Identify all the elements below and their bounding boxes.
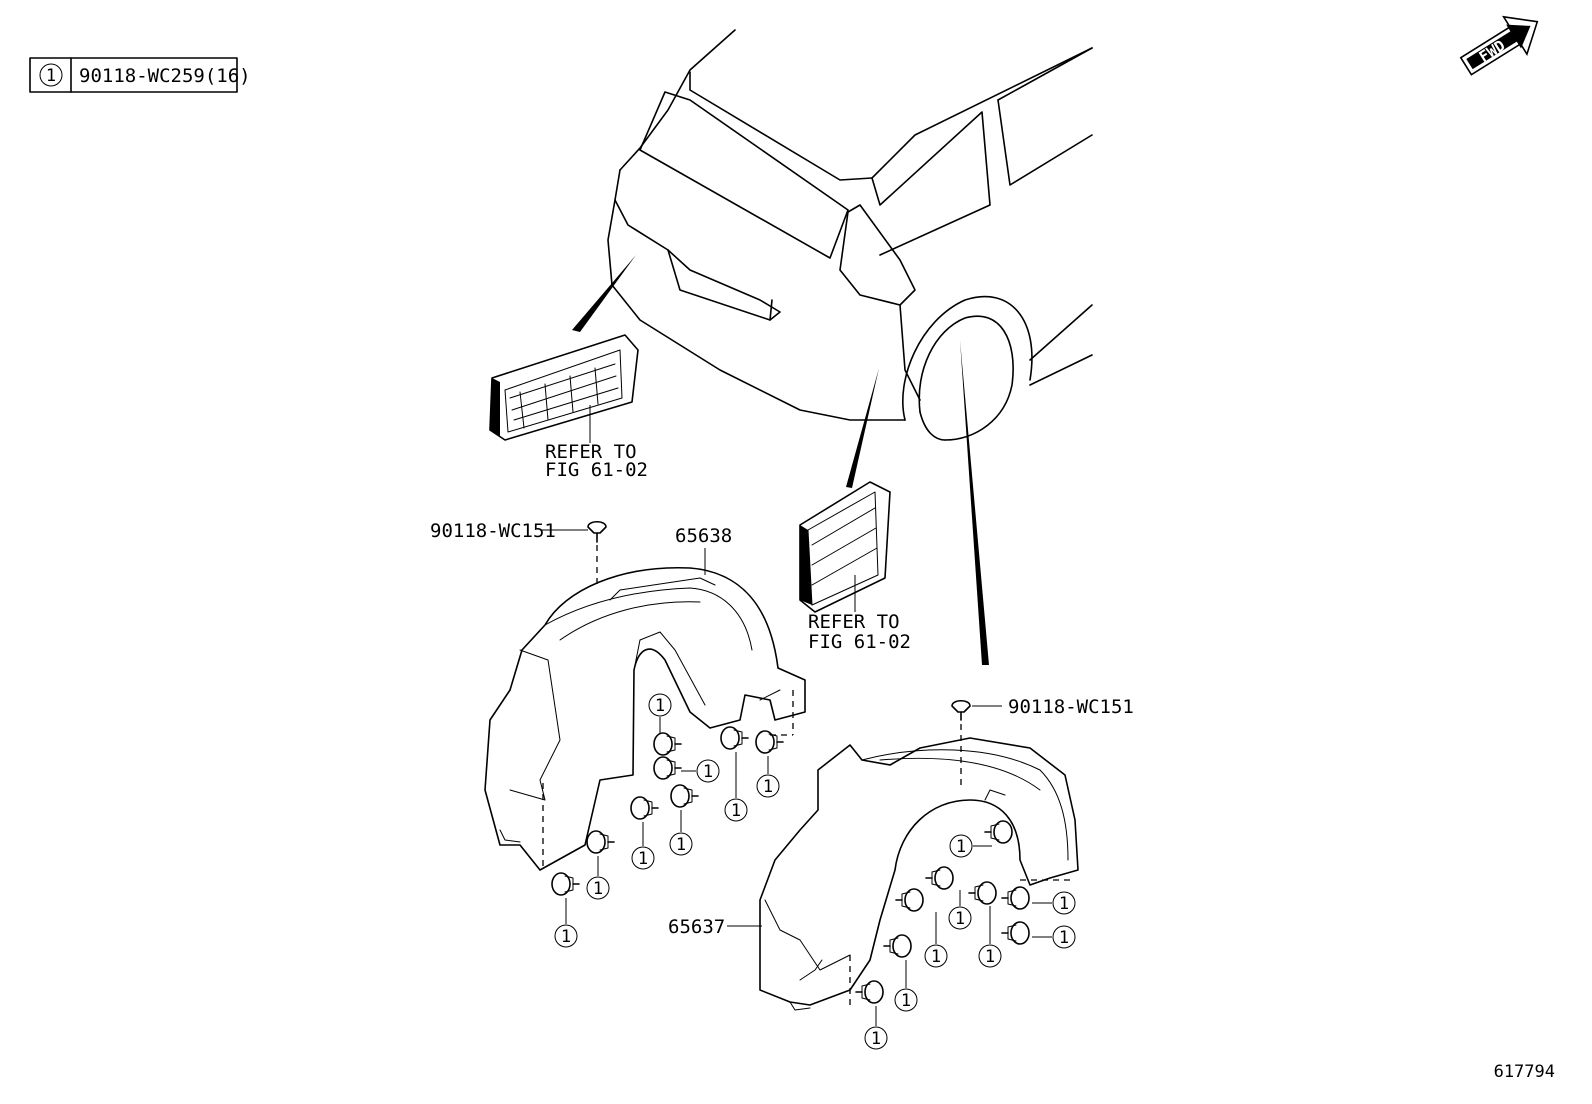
callout-symbol: 1 [763, 777, 773, 797]
callout-symbol: 1 [561, 927, 571, 947]
callout-symbol: 1 [703, 762, 713, 782]
legend-callout-circle [39, 63, 63, 87]
screw [984, 820, 1013, 844]
callout: 1 [1032, 925, 1076, 949]
screw [551, 872, 580, 896]
callout: 1 [756, 756, 780, 798]
callout-symbol: 1 [1059, 928, 1069, 948]
callout-symbol: 1 [638, 849, 648, 869]
screw [586, 830, 615, 854]
callout: 1 [894, 960, 918, 1012]
screw [883, 934, 912, 958]
screw [670, 784, 699, 808]
fwd-arrow-icon: FWD [1459, 15, 1539, 76]
figure-number: 617794 [1494, 1062, 1555, 1082]
callout: 1 [978, 906, 1002, 968]
callout-symbol: 1 [901, 991, 911, 1011]
refer-label-upper-line1: REFER TO [545, 441, 637, 463]
screw [653, 732, 682, 756]
screw [1001, 921, 1030, 945]
screw-group-front [855, 820, 1030, 1004]
part-label-clip-right: 90118-WC151 [1008, 696, 1134, 718]
clip-right [951, 699, 1002, 790]
refer-label-upper-line2: FIG 61-02 [545, 459, 648, 481]
callout-symbol: 1 [676, 835, 686, 855]
callout: 1 [949, 834, 992, 858]
screw [895, 888, 924, 912]
screw [925, 866, 954, 890]
callout-symbol: 1 [655, 696, 665, 716]
screw-group-rear [551, 726, 784, 896]
callout-symbol: 1 [931, 947, 941, 967]
part-label-liner-front: 65637 [668, 916, 725, 938]
callout: 1 [864, 1006, 888, 1050]
legend-part-number: 90118-WC259(16) [79, 65, 251, 87]
screw [855, 980, 884, 1004]
rear-vent-lower [799, 481, 891, 613]
refer-label-lower-line1: REFER TO [808, 611, 900, 633]
clip-left [542, 520, 607, 585]
callout-symbol: 1 [593, 879, 603, 899]
callout-symbol: 1 [1059, 894, 1069, 914]
callout: 1 [631, 822, 655, 870]
screw [653, 756, 682, 780]
screw [1001, 886, 1030, 910]
callout-symbol: 1 [871, 1029, 881, 1049]
callout: 1 [1032, 891, 1076, 915]
screw [968, 881, 997, 905]
callouts: 1 1 1 1 1 1 1 1 1 1 1 1 1 1 1 1 [554, 693, 1076, 1050]
vehicle-body-outline [572, 29, 1093, 665]
legend-box: 1 90118-WC259(16) [29, 57, 251, 93]
callout-symbol: 1 [985, 947, 995, 967]
callout: 1 [948, 890, 972, 930]
callout: 1 [669, 810, 693, 856]
wheel-liner-rear [484, 566, 806, 871]
screw [630, 796, 659, 820]
callout: 1 [924, 912, 948, 968]
callout-symbol: 1 [955, 909, 965, 929]
refer-label-lower-line2: FIG 61-02 [808, 631, 911, 653]
callout: 1 [554, 898, 578, 948]
callout: 1 [724, 752, 748, 822]
callout: 1 [681, 759, 720, 783]
part-label-liner-rear: 65638 [675, 525, 732, 547]
callout-symbol: 1 [956, 837, 966, 857]
part-label-clip-left: 90118-WC151 [430, 520, 556, 542]
callout: 1 [648, 693, 672, 734]
screw [720, 726, 749, 750]
callout-symbol: 1 [731, 801, 741, 821]
rear-vent-upper [489, 334, 639, 443]
callout: 1 [586, 856, 610, 900]
wheel-liner-front [759, 737, 1079, 1011]
screw [755, 730, 784, 754]
legend-symbol: 1 [46, 66, 56, 86]
